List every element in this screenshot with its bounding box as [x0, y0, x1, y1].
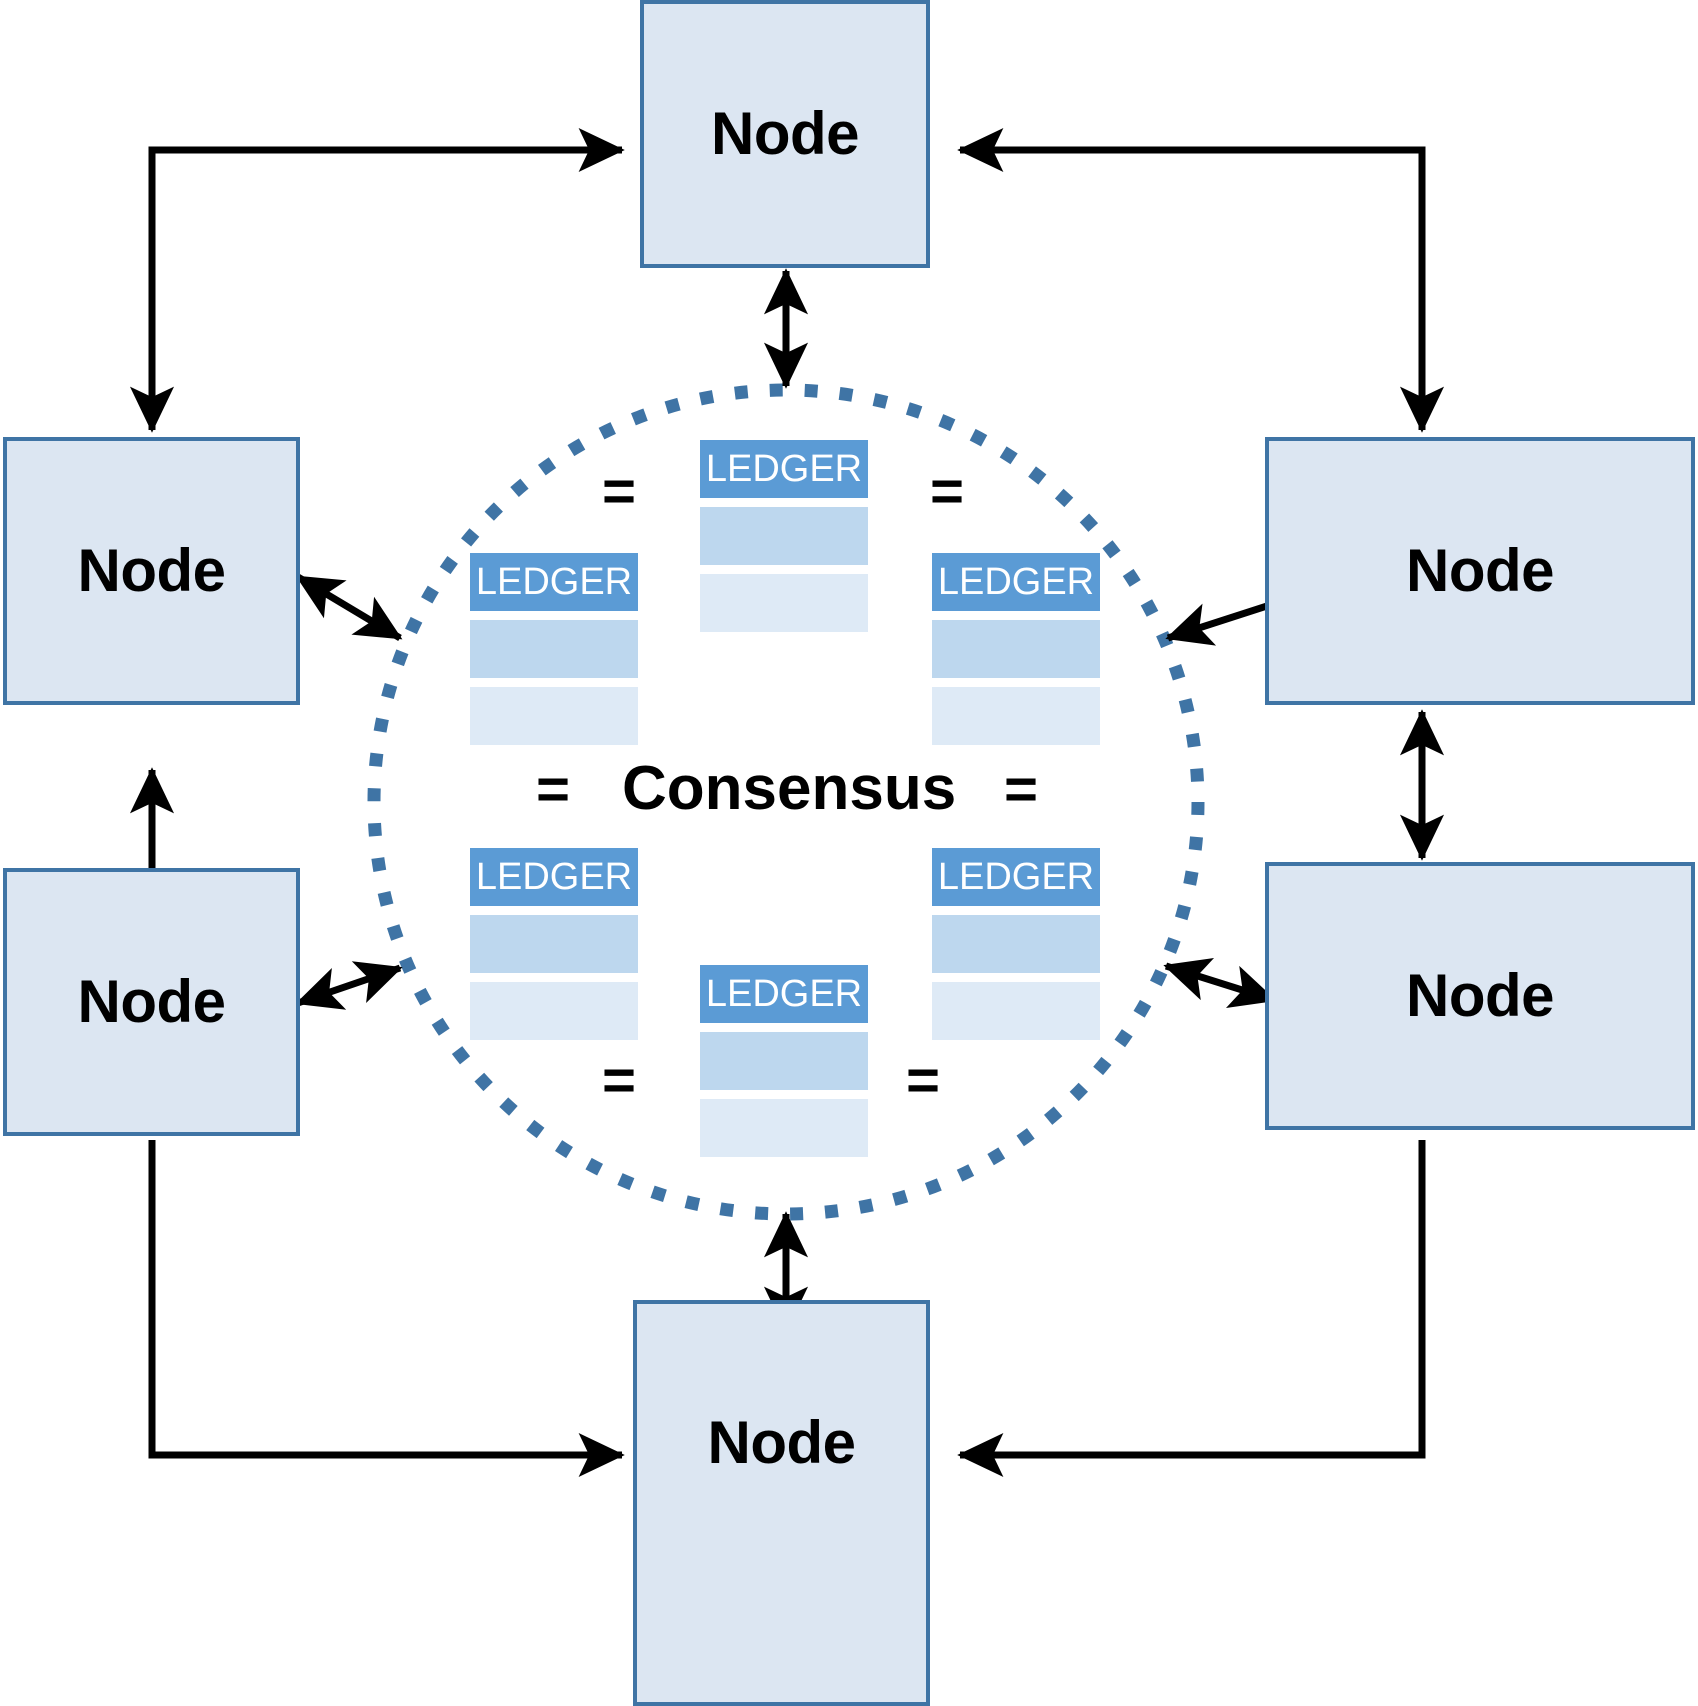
- equals-mark-mid-left: =: [535, 757, 569, 822]
- conn-center-left-lower: [295, 961, 403, 1010]
- node-right-upper-label: Node: [1406, 537, 1555, 604]
- ledger-top[interactable]: LEDGER: [700, 440, 868, 632]
- ledger-top-row-1: [700, 507, 868, 565]
- ledger-lower-left[interactable]: LEDGER: [470, 848, 638, 1040]
- node-right-lower-label: Node: [1406, 962, 1555, 1029]
- ledger-lower-left-row-2: [470, 982, 638, 1040]
- conn-right-lower-to-bottom: [957, 1140, 1426, 1478]
- ledger-lower-right[interactable]: LEDGER: [932, 848, 1100, 1040]
- ledger-upper-left-header: LEDGER: [470, 553, 638, 611]
- node-left-upper[interactable]: Node: [3, 437, 300, 705]
- consensus-circle: [367, 383, 1205, 1221]
- ledger-lower-left-header: LEDGER: [470, 848, 638, 906]
- ledger-upper-right[interactable]: LEDGER: [932, 553, 1100, 745]
- node-bottom[interactable]: Node: [633, 1300, 930, 1706]
- ledger-lower-right-header: LEDGER: [932, 848, 1100, 906]
- ledger-bottom-header: LEDGER: [700, 965, 868, 1023]
- conn-left-lower-to-bottom: [148, 1140, 625, 1478]
- ledger-top-row-2: [700, 574, 868, 632]
- node-right-lower[interactable]: Node: [1265, 862, 1695, 1130]
- ledger-upper-right-row-2: [932, 687, 1100, 745]
- ledger-upper-left-row-1: [470, 620, 638, 678]
- equals-mark-upper-left: =: [601, 459, 635, 524]
- ledger-upper-right-header: LEDGER: [932, 553, 1100, 611]
- conn-right-upper-to-top: [957, 127, 1426, 430]
- equals-mark-mid-right: =: [1003, 757, 1037, 822]
- conn-center-left-upper: [295, 573, 403, 642]
- equals-mark-upper-right: =: [929, 459, 963, 524]
- ledger-top-header: LEDGER: [700, 440, 868, 498]
- node-left-upper-label: Node: [77, 537, 227, 604]
- ledger-bottom-row-2: [700, 1099, 868, 1157]
- ledger-bottom-row-1: [700, 1032, 868, 1090]
- conn-center-right-lower: [1163, 958, 1277, 1008]
- ledger-upper-left-row-2: [470, 687, 638, 745]
- ledger-lower-left-row-1: [470, 915, 638, 973]
- ledger-lower-right-row-1: [932, 915, 1100, 973]
- node-top-label: Node: [711, 100, 860, 167]
- equals-mark-lower-left: =: [601, 1048, 635, 1113]
- ledger-upper-left[interactable]: LEDGER: [470, 553, 638, 745]
- node-left-lower[interactable]: Node: [3, 868, 300, 1136]
- ledger-bottom[interactable]: LEDGER: [700, 965, 868, 1157]
- consensus-label: Consensus: [622, 754, 957, 823]
- node-bottom-label: Node: [707, 1409, 857, 1476]
- node-left-lower-label: Node: [77, 968, 227, 1035]
- node-right-upper[interactable]: Node: [1265, 437, 1695, 705]
- ledger-upper-right-row-1: [932, 620, 1100, 678]
- node-top[interactable]: Node: [640, 0, 930, 268]
- ledger-lower-right-row-2: [932, 982, 1100, 1040]
- equals-mark-lower-right: =: [905, 1048, 939, 1113]
- conn-left-upper-to-top: [148, 127, 625, 430]
